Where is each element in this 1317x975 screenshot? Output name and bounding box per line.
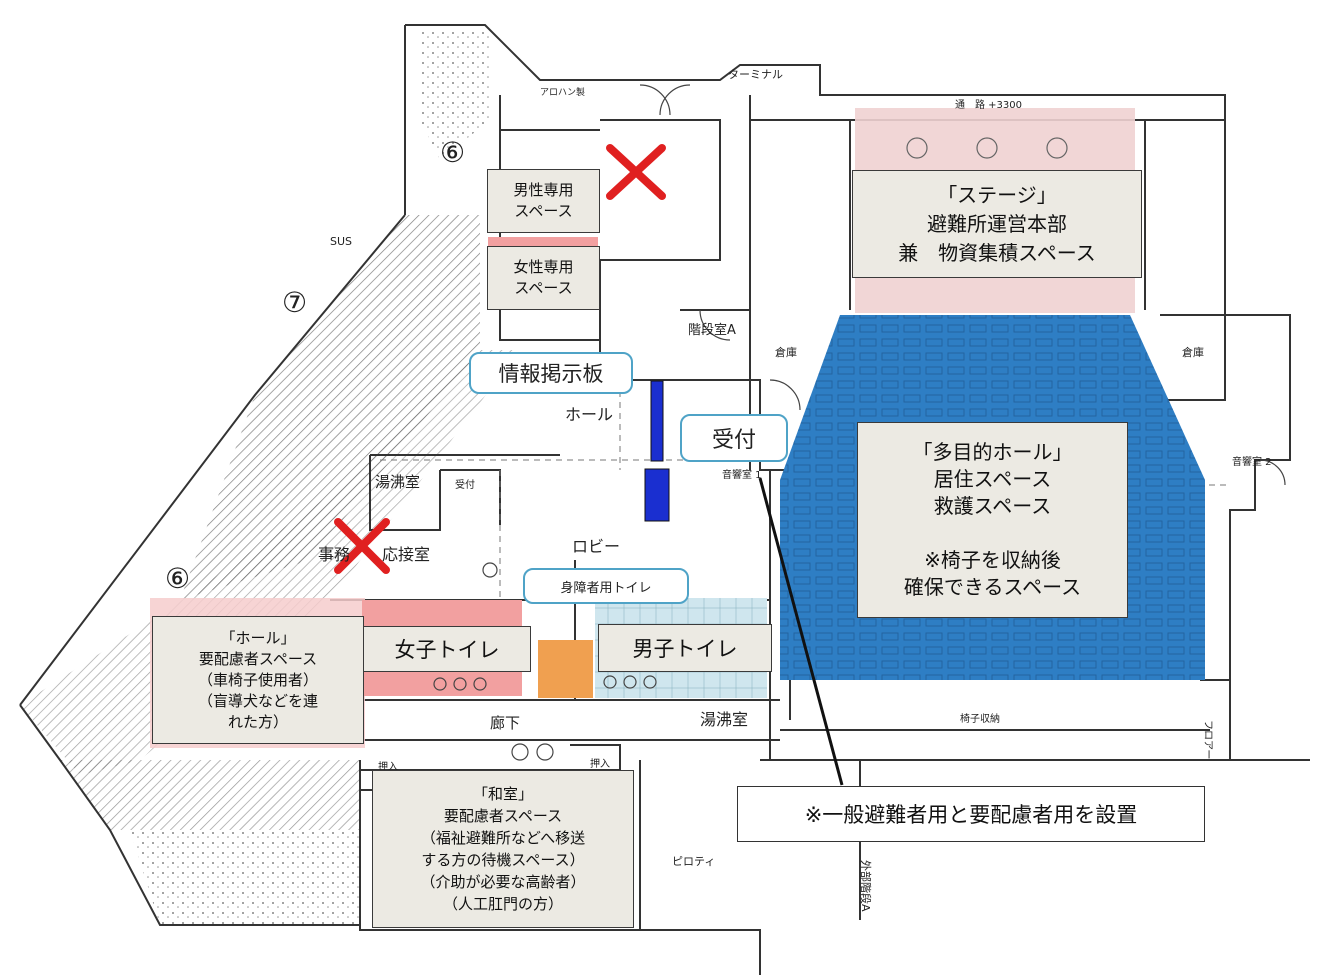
label-kitchenette-left: 湯沸室 [375, 473, 420, 491]
label-oshiire-1: 押入 [378, 760, 398, 773]
hatched-wing [20, 30, 520, 925]
label-office: 事務 [318, 545, 350, 564]
x-mark-top [606, 144, 666, 200]
label-chair-storage: 椅子収納 [960, 712, 1000, 725]
label-corridor: 廊下 [490, 714, 520, 732]
x-mark-office [334, 518, 390, 574]
label-kitchenette-bottom: 湯沸室 [700, 710, 748, 729]
label-seven: ⑦ [282, 286, 307, 319]
accessible-toilet-bubble: 身障者用トイレ [523, 568, 689, 604]
men-only-space-box: 男性専用 スペース [487, 169, 600, 233]
label-oshiire-2: 押入 [590, 757, 610, 770]
label-pilotis: ピロティ [672, 855, 715, 868]
info-board-bubble: 情報掲示板 [469, 352, 633, 394]
label-outer-stair: 外部階段A [859, 860, 873, 912]
label-hall: ホール [565, 405, 613, 424]
label-aluminum: アロハン製 [540, 86, 585, 98]
label-six-top: ⑥ [440, 136, 465, 169]
label-warehouse: 倉庫 [775, 345, 797, 359]
hall-box: 「多目的ホール」 居住スペース 救護スペース ※椅子を収納後 確保できるスペース [857, 422, 1128, 618]
men-toilet-box: 男子トイレ [598, 624, 772, 672]
women-only-space-box: 女性専用 スペース [487, 246, 600, 310]
label-stair-a: 階段室A [688, 322, 736, 338]
stage-vents [906, 137, 1068, 159]
bulletin-marker-2 [644, 468, 670, 522]
label-stage-header: 通 路 +3300 [955, 98, 1022, 111]
note-pointer [758, 477, 844, 786]
reception-bubble: 受付 [680, 414, 788, 462]
label-reception-small: 受付 [455, 478, 475, 491]
label-lobby: ロビー [572, 537, 620, 556]
label-sus: SUS [330, 235, 352, 248]
stage-box: 「ステージ」 避難所運営本部 兼 物資集積スペース [852, 170, 1142, 278]
label-sound-room-2: 音響室 2 [1232, 455, 1272, 468]
label-terminal: ターミナル [728, 68, 783, 81]
label-six-bottom: ⑥ [165, 562, 190, 595]
women-toilet-stalls [362, 237, 598, 696]
women-toilet-box: 女子トイレ [363, 626, 531, 672]
label-sound-room-1: 音響室 1 [722, 468, 762, 481]
hall-room-box: 「ホール」 要配慮者スペース （車椅子使用者） （盲導犬などを連 れた方） [152, 616, 364, 744]
label-reception-room: 応接室 [382, 545, 430, 564]
washitsu-box: 「和室」 要配慮者スペース （福祉避難所などへ移送 する方の待機スペース） （介… [372, 770, 634, 928]
toilet-fixtures [433, 562, 657, 761]
accessible-toilet-area [538, 640, 593, 698]
installation-note: ※一般避難者用と要配慮者用を設置 [737, 786, 1205, 842]
label-floor-e: フロアー [1202, 720, 1213, 759]
label-warehouse-2: 倉庫 [1182, 345, 1204, 359]
door-arcs [639, 84, 1286, 486]
bulletin-marker-1 [650, 380, 664, 462]
